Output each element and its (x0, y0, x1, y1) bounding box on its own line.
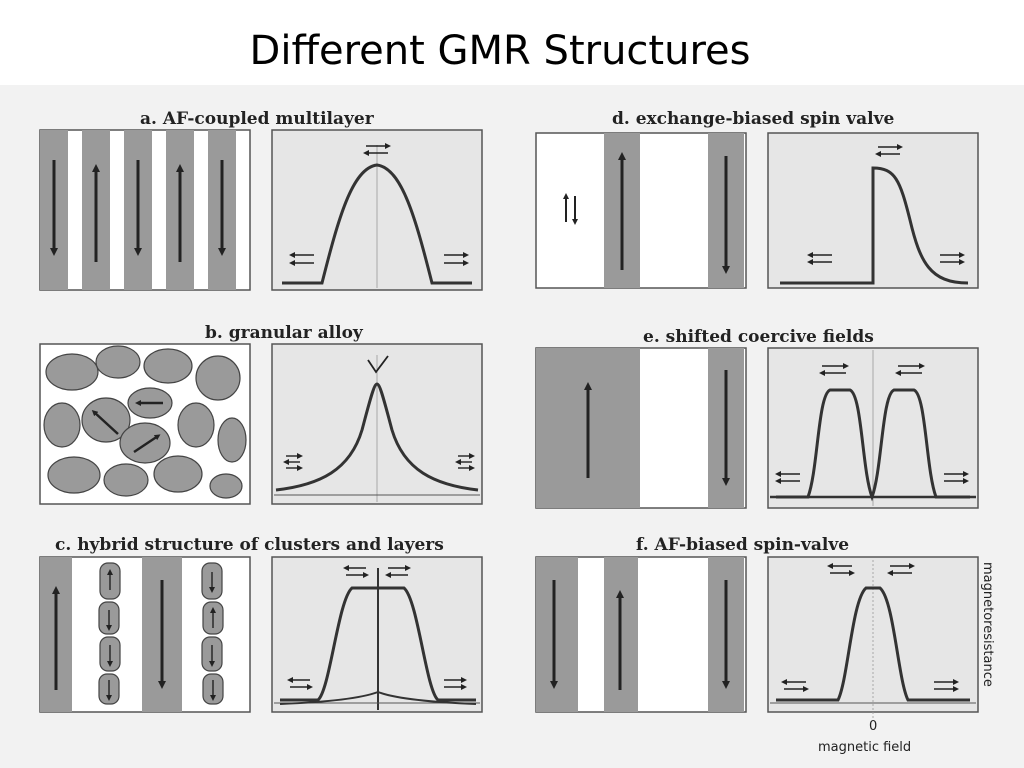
caption-d: d. exchange-biased spin valve (612, 109, 894, 129)
caption-b: b. granular alloy (205, 323, 364, 343)
panel-e-curve (767, 347, 979, 509)
panel-d-layers (535, 132, 747, 289)
panel-a-layers (39, 129, 251, 291)
slide-title: Different GMR Structures (249, 28, 751, 74)
panel-c-curve (271, 556, 483, 713)
caption-f: f. AF-biased spin-valve (636, 535, 849, 555)
caption-e: e. shifted coercive fields (643, 327, 874, 347)
panel-b-granules (39, 343, 251, 505)
panel-e-layers (535, 347, 747, 509)
panel-f-curve (767, 556, 979, 720)
caption-a: a. AF-coupled multilayer (140, 109, 375, 129)
y-axis-label: magnetoresistance (980, 562, 995, 687)
panel-a-curve (271, 129, 483, 291)
panel-d-curve (767, 132, 979, 289)
panel-b-curve (271, 343, 483, 505)
panel-c-layers (39, 556, 251, 713)
caption-c: c. hybrid structure of clusters and laye… (55, 535, 444, 555)
panel-f-layers (535, 556, 747, 713)
x-axis-label: magnetic field (818, 740, 911, 755)
x-zero-label: 0 (869, 719, 877, 734)
